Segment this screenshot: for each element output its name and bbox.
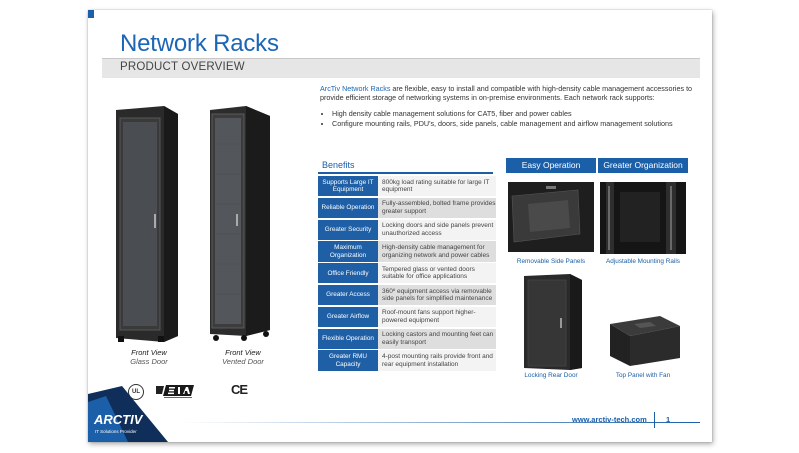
caption-variant: Glass Door bbox=[130, 357, 168, 366]
benefit-value: Locking doors and side panels prevent un… bbox=[378, 219, 496, 241]
adjustable-mounting-rails-caption: Adjustable Mounting Rails bbox=[606, 258, 680, 265]
table-row: Greater Access 360º equipment access via… bbox=[318, 284, 496, 307]
benefit-value: Roof-mount fans support higher-powered e… bbox=[378, 306, 496, 329]
table-row: Greater Airflow Roof-mount fans support … bbox=[318, 306, 496, 329]
benefit-value: 800kg load rating suitable for large IT … bbox=[378, 176, 496, 198]
list-item: High density cable management solutions … bbox=[332, 109, 700, 118]
website-link[interactable]: www.arctiv-tech.com bbox=[572, 415, 647, 424]
benefit-key: Flexible Operation bbox=[318, 328, 378, 350]
benefit-key: Greater Security bbox=[318, 219, 378, 241]
benefits-table: Supports Large IT Equipment 800kg load r… bbox=[318, 176, 496, 372]
logo-tagline: IT Solutions Provider bbox=[95, 429, 137, 434]
benefit-key: Greater Airflow bbox=[318, 306, 378, 329]
benefit-value: Fully-assembled, bolted frame provides g… bbox=[378, 197, 496, 220]
table-row: Greater Security Locking doors and side … bbox=[318, 219, 496, 241]
benefit-value: 4-post mounting rails provide front and … bbox=[378, 350, 496, 372]
intro-text: ArcTiv Network Racks are flexible, easy … bbox=[320, 84, 700, 128]
benefit-key: Office Friendly bbox=[318, 263, 378, 285]
top-panel-with-fan-caption: Top Panel with Fan bbox=[615, 372, 671, 379]
arctiv-logo: ARCTIV IT Solutions Provider bbox=[88, 386, 168, 442]
benefit-key: Supports Large IT Equipment bbox=[318, 176, 378, 198]
logo-text: ARCTIV bbox=[93, 412, 144, 427]
page-title: Network Racks bbox=[120, 30, 279, 57]
table-row: Supports Large IT Equipment 800kg load r… bbox=[318, 176, 496, 198]
easy-operation-header: Easy Operation bbox=[506, 158, 596, 173]
caption-view: Front View bbox=[225, 348, 261, 357]
page-number: 1 bbox=[666, 415, 671, 424]
eia-logo bbox=[156, 385, 194, 398]
greater-organization-header: Greater Organization bbox=[598, 158, 688, 173]
caption-vented-door: Front View Vented Door bbox=[203, 348, 283, 366]
ul-logo: UL bbox=[128, 384, 144, 400]
top-panel-with-fan-image bbox=[610, 316, 680, 366]
table-row: Flexible Operation Locking castors and m… bbox=[318, 328, 496, 350]
table-row: Reliable Operation Fully-assembled, bolt… bbox=[318, 197, 496, 220]
benefit-key: Maximum Organization bbox=[318, 241, 378, 263]
rack-glass-door-image bbox=[116, 106, 178, 342]
section-bar-label: PRODUCT OVERVIEW bbox=[120, 61, 245, 73]
table-row: Maximum Organization High-density cable … bbox=[318, 241, 496, 263]
section-bar: PRODUCT OVERVIEW bbox=[102, 58, 700, 78]
caption-glass-door: Front View Glass Door bbox=[109, 348, 189, 366]
list-item: Configure mounting rails, PDU's, doors, … bbox=[332, 119, 700, 128]
benefits-heading: Benefits bbox=[318, 160, 493, 174]
top-accent bbox=[88, 10, 94, 18]
rack-vented-door-image bbox=[210, 106, 270, 341]
locking-rear-door-caption: Locking Rear Door bbox=[524, 372, 578, 379]
caption-variant: Vented Door bbox=[222, 357, 264, 366]
benefit-key: Greater Access bbox=[318, 284, 378, 307]
benefit-key: Reliable Operation bbox=[318, 197, 378, 220]
table-row: Office Friendly Tempered glass or vented… bbox=[318, 263, 496, 285]
ce-mark: CE bbox=[231, 382, 248, 397]
removable-side-panels-caption: Removable Side Panels bbox=[516, 258, 586, 265]
intro-brand: ArcTiv Network Racks bbox=[320, 84, 391, 93]
benefit-value: 360º equipment access via removable side… bbox=[378, 284, 496, 307]
table-row: Greater RMU Capacity 4-post mounting rai… bbox=[318, 350, 496, 372]
intro-body: are flexible, easy to install and compat… bbox=[320, 84, 693, 103]
benefit-value: Locking castors and mounting feet can ea… bbox=[378, 328, 496, 350]
caption-view: Front View bbox=[131, 348, 167, 357]
locking-rear-door-image bbox=[524, 274, 582, 370]
removable-side-panels-image bbox=[508, 182, 594, 252]
benefit-value: High-density cable management for organi… bbox=[378, 241, 496, 263]
intro-bullets: High density cable management solutions … bbox=[320, 109, 700, 127]
footer-separator bbox=[654, 412, 655, 428]
document-page: Network Racks PRODUCT OVERVIEW Front Vie… bbox=[88, 10, 712, 442]
footer-rule bbox=[180, 422, 700, 423]
benefit-key: Greater RMU Capacity bbox=[318, 350, 378, 372]
adjustable-mounting-rails-image bbox=[600, 182, 686, 254]
benefit-value: Tempered glass or vented doors suitable … bbox=[378, 263, 496, 285]
